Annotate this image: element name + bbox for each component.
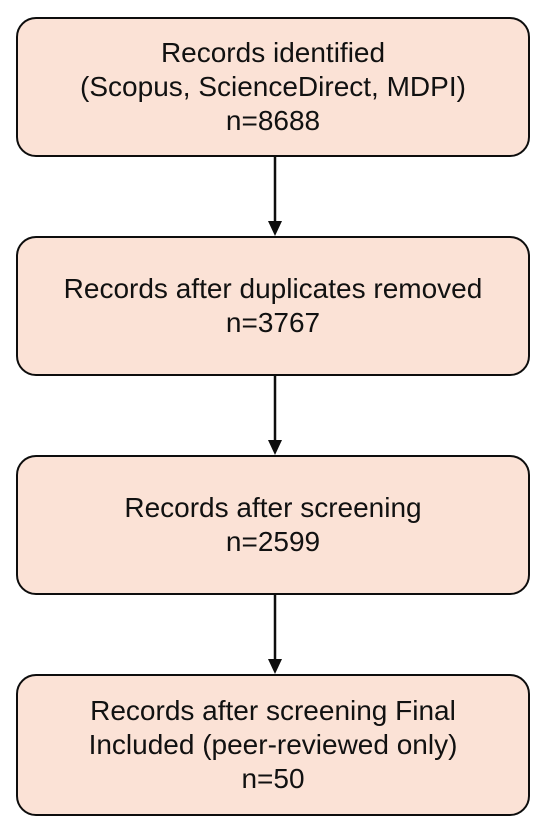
step-final-included: Records after screening Final Included (… [16,674,530,816]
step-label-line: (Scopus, ScienceDirect, MDPI) [80,70,466,102]
step-count: n=2599 [225,526,321,557]
step-count: n=3767 [225,307,321,338]
down-arrow-icon [265,157,285,236]
down-arrow-icon [265,595,285,674]
step-label-line: Records after duplicates removed [63,272,483,304]
step-label-line: Records after screening [124,491,422,523]
step-records-identified: Records identified (Scopus, ScienceDirec… [16,17,530,157]
step-after-screening: Records after screening n=2599 [16,455,530,595]
down-arrow-icon [265,376,285,455]
step-count: n=8688 [225,105,321,137]
step-label-line: Included (peer-reviewed only) [88,728,458,760]
step-label-line: Records after screening Final [90,694,456,726]
step-label-line: Records identified [160,36,386,68]
step-count: n=50 [241,763,305,795]
step-duplicates-removed: Records after duplicates removed n=3767 [16,236,530,376]
